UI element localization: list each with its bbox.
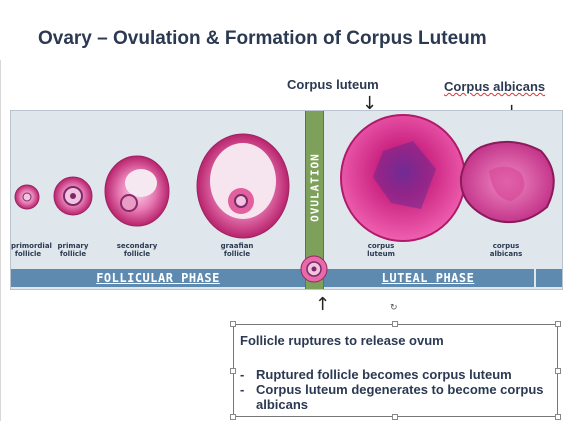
ovarian-cycle-figure: primordial follicle primary follicle sec… <box>10 110 563 290</box>
luteal-phase-bar-end <box>536 269 562 287</box>
note-text-box[interactable]: Follicle ruptures to release ovum Ruptur… <box>233 324 558 417</box>
stage-label-graafian: graafian follicle <box>220 242 254 258</box>
resize-handle-bottom[interactable] <box>392 414 398 420</box>
note-bullet-item: Ruptured follicle becomes corpus luteum <box>240 367 557 382</box>
note-bullet-text: Corpus luteum degenerates to become corp… <box>256 382 544 412</box>
resize-handle-left[interactable] <box>230 368 236 374</box>
stage-label-corpus-albicans: corpus albicans <box>489 242 523 258</box>
follicular-phase-bar: FOLLICULAR PHASE <box>11 269 305 287</box>
corpus-luteum-arrow-icon: ↓ <box>362 93 378 114</box>
luteal-phase-bar: LUTEAL PHASE <box>322 269 534 287</box>
resize-handle-bottom-right[interactable] <box>555 414 561 420</box>
primordial-follicle-image <box>14 184 40 210</box>
primary-follicle-image <box>53 176 93 216</box>
histology-illustration <box>14 114 555 242</box>
resize-handle-bottom-left[interactable] <box>230 414 236 420</box>
ovulation-bar: OVULATION <box>305 111 324 289</box>
released-ovum-image <box>300 255 328 283</box>
note-title: Follicle ruptures to release ovum <box>240 333 444 348</box>
resize-handle-top-left[interactable] <box>230 321 236 327</box>
corpus-luteum-callout: Corpus luteum <box>287 77 379 92</box>
note-bullet-list: Ruptured follicle becomes corpus luteum … <box>240 367 557 412</box>
secondary-follicle-image <box>104 155 170 227</box>
ovulation-arrow-icon: ↑ <box>315 294 331 315</box>
corpus-luteum-image <box>340 114 466 242</box>
ovulation-label: OVULATION <box>308 153 322 222</box>
corpus-albicans-callout: Corpus albicans <box>444 79 546 94</box>
graafian-follicle-image <box>196 133 290 239</box>
stage-label-primary: primary follicle <box>57 242 89 258</box>
resize-handle-top[interactable] <box>392 321 398 327</box>
resize-handle-right[interactable] <box>555 368 561 374</box>
stage-label-corpus-luteum: corpus luteum <box>367 242 395 258</box>
corpus-albicans-image <box>459 140 555 223</box>
rotate-handle-icon[interactable]: ↻ <box>390 303 398 313</box>
slide-title: Ovary – Ovulation & Formation of Corpus … <box>38 28 487 49</box>
note-bullet-item: Corpus luteum degenerates to become corp… <box>240 382 557 412</box>
stage-label-secondary: secondary follicle <box>116 242 158 258</box>
slide-edge-divider <box>0 60 1 421</box>
stage-label-primordial: primordial follicle <box>11 242 52 258</box>
resize-handle-top-right[interactable] <box>555 321 561 327</box>
